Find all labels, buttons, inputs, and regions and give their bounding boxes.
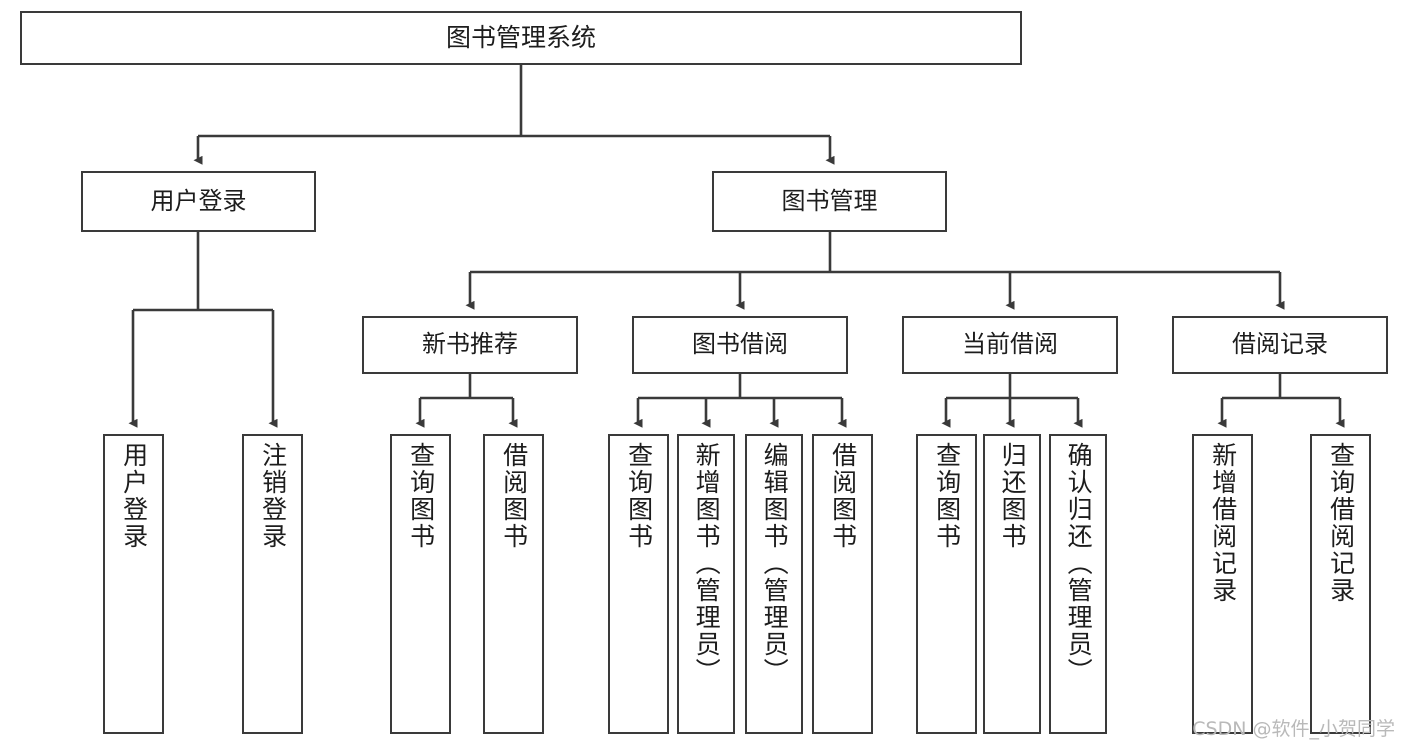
node-leaf-query-book-1-label: 查询图书 <box>406 442 436 550</box>
node-leaf-add-record[interactable]: 新增借阅记录 <box>1192 434 1253 734</box>
node-leaf-add-book-label: 新增图书（管理员） <box>692 442 722 685</box>
node-leaf-query-book-1[interactable]: 查询图书 <box>390 434 451 734</box>
node-user-login[interactable]: 用户登录 <box>81 171 316 232</box>
node-leaf-query-book-2[interactable]: 查询图书 <box>608 434 669 734</box>
node-leaf-confirm-return-label: 确认归还（管理员） <box>1064 442 1094 685</box>
node-leaf-add-book[interactable]: 新增图书（管理员） <box>677 434 735 734</box>
node-leaf-user-login[interactable]: 用户登录 <box>103 434 164 734</box>
node-root-label: 图书管理系统 <box>445 22 596 52</box>
node-borrow-record-label: 借阅记录 <box>1232 330 1328 359</box>
node-book-management-label: 图书管理 <box>781 186 878 215</box>
node-leaf-borrow-book-1[interactable]: 借阅图书 <box>483 434 544 734</box>
node-leaf-borrow-book-2-label: 借阅图书 <box>828 442 858 550</box>
node-leaf-logout-login-label: 注销登录 <box>258 442 288 550</box>
node-leaf-return-book[interactable]: 归还图书 <box>983 434 1041 734</box>
node-leaf-borrow-book-1-label: 借阅图书 <box>499 442 529 550</box>
node-current-borrow-label: 当前借阅 <box>962 330 1058 359</box>
node-book-management[interactable]: 图书管理 <box>712 171 947 232</box>
node-leaf-borrow-book-2[interactable]: 借阅图书 <box>812 434 873 734</box>
node-borrow-record[interactable]: 借阅记录 <box>1172 316 1388 374</box>
watermark-text: CSDN @软件_小贺同学 <box>1192 718 1395 740</box>
node-leaf-edit-book[interactable]: 编辑图书（管理员） <box>745 434 803 734</box>
node-leaf-edit-book-label: 编辑图书（管理员） <box>760 442 790 685</box>
node-leaf-confirm-return[interactable]: 确认归还（管理员） <box>1049 434 1107 734</box>
node-current-borrow[interactable]: 当前借阅 <box>902 316 1118 374</box>
node-book-borrow[interactable]: 图书借阅 <box>632 316 848 374</box>
node-leaf-query-record-label: 查询借阅记录 <box>1326 442 1356 604</box>
node-leaf-add-record-label: 新增借阅记录 <box>1208 442 1238 604</box>
node-leaf-return-book-label: 归还图书 <box>998 442 1028 550</box>
node-leaf-user-login-label: 用户登录 <box>119 442 149 550</box>
node-new-book-recommend[interactable]: 新书推荐 <box>362 316 578 374</box>
node-leaf-logout-login[interactable]: 注销登录 <box>242 434 303 734</box>
node-leaf-query-book-2-label: 查询图书 <box>624 442 654 550</box>
node-user-login-label: 用户登录 <box>150 186 247 215</box>
node-new-book-recommend-label: 新书推荐 <box>422 330 518 359</box>
node-leaf-query-book-3[interactable]: 查询图书 <box>916 434 977 734</box>
node-book-borrow-label: 图书借阅 <box>692 330 788 359</box>
node-leaf-query-book-3-label: 查询图书 <box>932 442 962 550</box>
node-root[interactable]: 图书管理系统 <box>20 11 1022 65</box>
node-leaf-query-record[interactable]: 查询借阅记录 <box>1310 434 1371 734</box>
